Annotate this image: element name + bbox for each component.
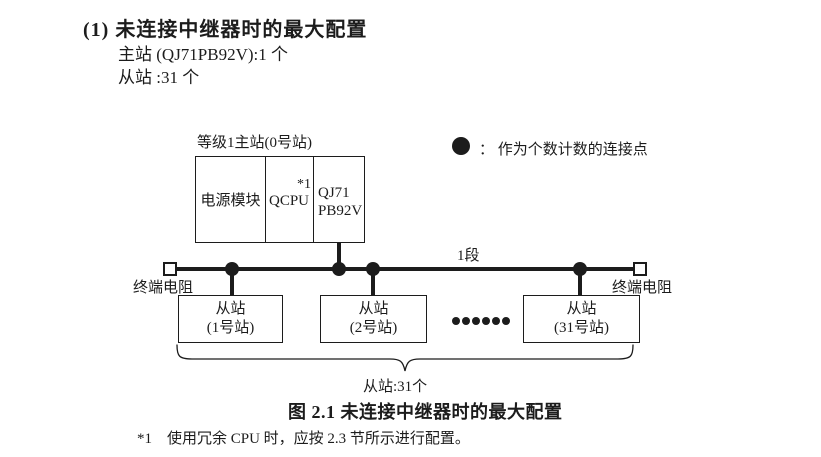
power-module-label: 电源模块 xyxy=(200,193,261,209)
bus-line xyxy=(177,267,633,271)
footnote-marker: *1 xyxy=(137,431,152,447)
slave2-drop-line xyxy=(371,269,375,295)
section-title: (1) 未连接中继器时的最大配置 xyxy=(83,19,368,41)
pb92v-module-cell: QJ71 PB92V xyxy=(314,157,364,242)
dot-icon xyxy=(472,317,480,325)
master-station-label: 等级1主站(0号站) xyxy=(197,135,312,151)
master-count-text: 主站 (QJ71PB92V):1 个 xyxy=(118,45,289,64)
slave-count-text: 从站 :31 个 xyxy=(118,68,200,87)
terminator-right-label: 终端电阻 xyxy=(612,280,673,296)
cpu-label: QCPU xyxy=(269,193,310,209)
slave1-label-line2: (1号站) xyxy=(206,320,255,336)
brace xyxy=(176,344,634,372)
cpu-cell: *1 QCPU xyxy=(266,157,314,242)
cpu-footnote-marker: *1 xyxy=(297,177,311,192)
slave1-label-line1: 从站 xyxy=(215,301,246,317)
terminating-resistor-left-icon xyxy=(163,262,177,276)
dot-icon xyxy=(492,317,500,325)
module-name-line2: PB92V xyxy=(318,203,363,219)
ellipsis-dots-icon xyxy=(452,317,510,325)
slave31-label-line2: (31号站) xyxy=(554,320,609,336)
connection-point-legend-icon xyxy=(452,137,470,155)
footnote-text: 使用冗余 CPU 时，应按 2.3 节所示进行配置。 xyxy=(167,431,470,447)
power-module-cell: 电源模块 xyxy=(196,157,266,242)
dot-icon xyxy=(502,317,510,325)
slave2-label-line2: (2号站) xyxy=(349,320,398,336)
legend-label: ： 作为个数计数的连接点 xyxy=(479,142,648,158)
slave31-label-line1: 从站 xyxy=(566,301,597,317)
slave1-drop-line xyxy=(230,269,234,295)
terminating-resistor-right-icon xyxy=(633,262,647,276)
dot-icon xyxy=(452,317,460,325)
slave-station-box-1: 从站 (1号站) xyxy=(178,295,283,343)
dot-icon xyxy=(482,317,490,325)
connection-node-icon xyxy=(332,262,346,276)
dot-icon xyxy=(462,317,470,325)
slave31-drop-line xyxy=(578,269,582,295)
segment-label: 1段 xyxy=(457,248,480,264)
slave2-label-line1: 从站 xyxy=(358,301,389,317)
figure-caption: 图 2.1 未连接中继器时的最大配置 xyxy=(288,402,563,422)
slave-station-box-31: 从站 (31号站) xyxy=(523,295,640,343)
terminator-left-label: 终端电阻 xyxy=(133,280,194,296)
master-drop-line xyxy=(337,243,341,269)
slave-station-box-2: 从站 (2号站) xyxy=(320,295,427,343)
module-name-line1: QJ71 xyxy=(318,185,350,201)
footnote: *1 使用冗余 CPU 时，应按 2.3 节所示进行配置。 xyxy=(137,427,470,448)
master-station-box: 电源模块 *1 QCPU QJ71 PB92V xyxy=(195,156,365,243)
slave-total-label: 从站:31个 xyxy=(363,379,428,395)
